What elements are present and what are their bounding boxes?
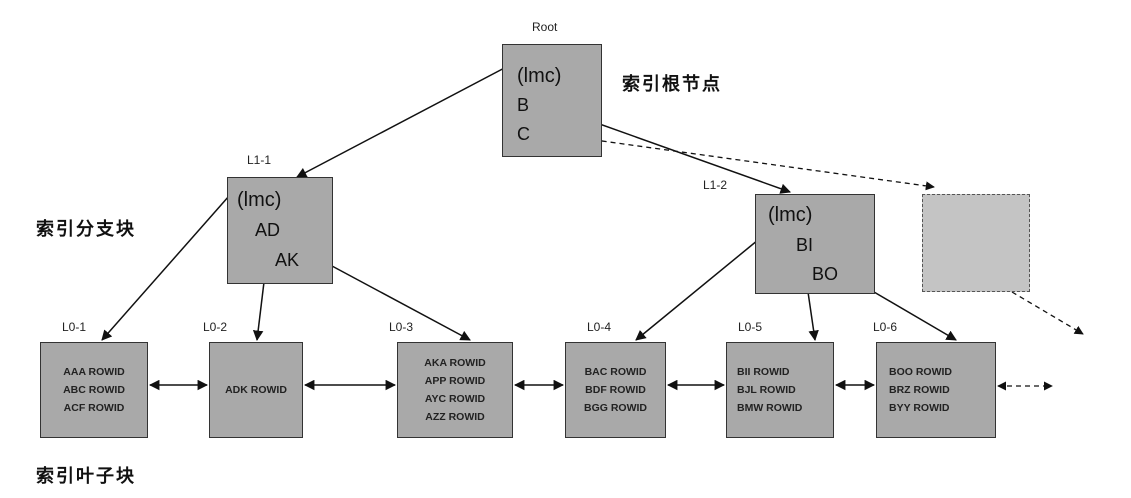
- leaf-entry: BDF ROWID: [585, 384, 646, 396]
- leaf-entry: ABC ROWID: [63, 384, 125, 396]
- branch-l1-1-line-3: AK: [275, 250, 300, 270]
- leaf-node-l0-4: BAC ROWID BDF ROWID BGG ROWID: [565, 342, 666, 438]
- root-line-3: C: [517, 124, 530, 144]
- leaf-l0-3-label: L0-3: [389, 320, 414, 334]
- branch-l1-1-line-2: AD: [255, 220, 281, 240]
- leaf-entry: BGG ROWID: [584, 402, 647, 414]
- branch-l1-2-line-2: BI: [796, 235, 814, 255]
- leaf-entry: BYY ROWID: [889, 402, 950, 414]
- leaf-l0-6-label: L0-6: [873, 320, 898, 334]
- edge-l1-1-l0-3: [331, 265, 471, 341]
- ghost-branch-node: [922, 194, 1030, 292]
- leaf-entry: APP ROWID: [424, 375, 486, 387]
- leaf-l0-1-label: L0-1: [62, 320, 87, 334]
- leaf-node-l0-3: AKA ROWID APP ROWID AYC ROWID AZZ ROWID: [397, 342, 513, 438]
- branch-l1-2-line-3: BO: [812, 264, 839, 284]
- branch-l1-2-line-1: (lmc): [768, 204, 813, 226]
- leaf-l0-2-label: L0-2: [203, 320, 228, 334]
- caption-branch: 索引分支块: [36, 219, 136, 240]
- leaf-entry: AZZ ROWID: [425, 411, 485, 423]
- branch-node-l1-2: (lmc) BI BO: [755, 194, 875, 294]
- leaf-entry: BJL ROWID: [737, 384, 796, 396]
- leaf-entry: AAA ROWID: [63, 366, 125, 378]
- root-line-1: (lmc): [517, 65, 562, 87]
- leaf-node-l0-2: ADK ROWID: [209, 342, 303, 438]
- edge-root-ghost: [565, 135, 935, 191]
- edge-ghost-down: [1011, 291, 1084, 335]
- caption-root: 索引根节点: [622, 74, 722, 95]
- leaf-entry: BOO ROWID: [889, 366, 952, 378]
- leaf-l0-4-label: L0-4: [587, 320, 612, 334]
- branch-l1-1-line-1: (lmc): [237, 189, 282, 211]
- leaf-entry: BRZ ROWID: [889, 384, 950, 396]
- branch-node-l1-1: (lmc) AD AK: [227, 177, 333, 284]
- leaf-node-l0-1: AAA ROWID ABC ROWID ACF ROWID: [40, 342, 148, 438]
- leaf-node-l0-6: BOO ROWID BRZ ROWID BYY ROWID: [876, 342, 996, 438]
- leaf-entry: AKA ROWID: [424, 357, 486, 369]
- edge-l1-2-l0-6: [873, 291, 957, 341]
- leaf-entry: ACF ROWID: [63, 402, 125, 414]
- edge-l1-2-l0-5: [807, 291, 819, 342]
- edge-l1-1-l0-2: [252, 281, 265, 342]
- edge-l1-1-l0-1: [101, 195, 230, 341]
- branch-l1-1-label: L1-1: [247, 153, 272, 167]
- leaf-entry: ADK ROWID: [225, 384, 287, 396]
- leaf-entry: AYC ROWID: [424, 393, 486, 405]
- root-node: (lmc) B C: [502, 44, 602, 157]
- caption-leaf: 索引叶子块: [36, 466, 136, 487]
- edge-l1-2-l0-4: [635, 239, 759, 341]
- leaf-entry: BMW ROWID: [737, 402, 803, 414]
- leaf-node-l0-5: BII ROWID BJL ROWID BMW ROWID: [726, 342, 834, 438]
- branch-l1-2-label: L1-2: [703, 178, 728, 192]
- root-label: Root: [532, 20, 558, 34]
- leaf-entry: BAC ROWID: [584, 366, 647, 378]
- edge-root-l1-2: [565, 111, 791, 194]
- edge-root-l1-1: [296, 63, 513, 178]
- root-line-2: B: [517, 95, 530, 115]
- leaf-l0-5-label: L0-5: [738, 320, 763, 334]
- leaf-entry: BII ROWID: [737, 366, 790, 378]
